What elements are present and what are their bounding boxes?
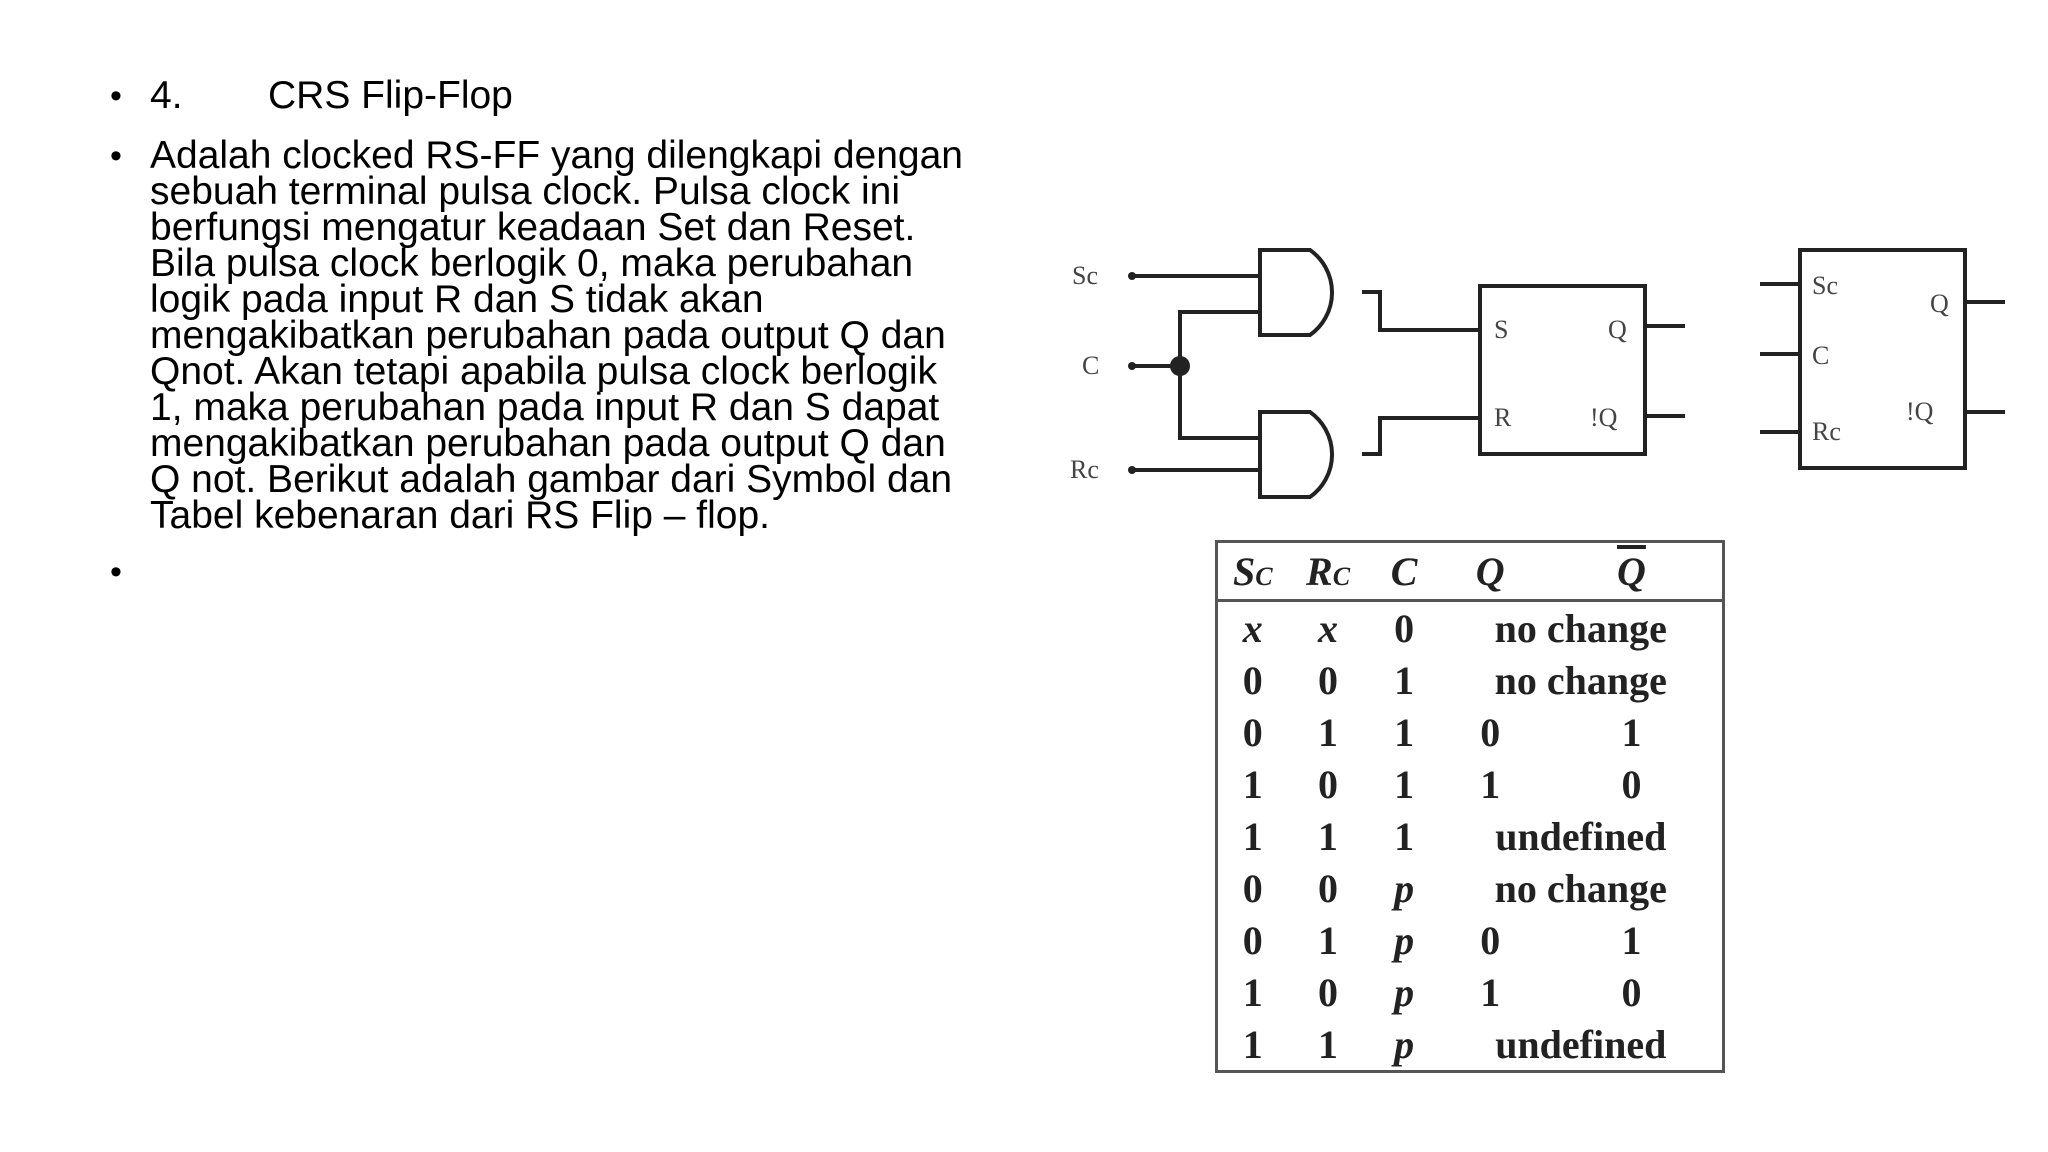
table-cell: no change xyxy=(1494,865,1667,911)
table-cell: 1 xyxy=(1394,657,1415,703)
bullet-heading: • 4. CRS Flip-Flop xyxy=(110,74,990,117)
table-cell: 1 xyxy=(1621,917,1642,963)
table-cell: 1 xyxy=(1318,917,1339,963)
table-cell: 1 xyxy=(1394,761,1415,807)
table-cell: 1 xyxy=(1394,813,1415,859)
header-sc: SC xyxy=(1216,541,1288,602)
table-cell: 1 xyxy=(1242,761,1263,807)
table-cell: 0 xyxy=(1318,761,1339,807)
table-cell: 0 xyxy=(1318,657,1339,703)
header-qnot: Q xyxy=(1540,541,1724,602)
header-rc: RC xyxy=(1287,541,1369,602)
ff-label-q: Q xyxy=(1608,315,1627,344)
label-sc: Sc xyxy=(1072,261,1098,290)
bullet-dot: • xyxy=(110,77,122,115)
table-cell: 0 xyxy=(1318,969,1339,1015)
table-cell: 1 xyxy=(1318,709,1339,755)
bullet-dot: • xyxy=(110,137,122,175)
truth-table-body: x x 0 no change 0 0 1 no change 0 1 1 0 1 1 0 1 1 0 1 1 1 und… xyxy=(1217,601,1724,1072)
table-cell: 0 xyxy=(1242,917,1263,963)
table-cell: no change xyxy=(1494,657,1667,703)
input-dot-c xyxy=(1128,362,1136,370)
sym-label-rc: Rc xyxy=(1812,417,1841,446)
bullet-dot: • xyxy=(110,553,122,591)
table-header-row: SC RC C Q Q xyxy=(1216,541,1724,602)
table-cell: 0 xyxy=(1621,761,1642,807)
bullet-list: • 4. CRS Flip-Flop • Adalah clocked RS-FF… xyxy=(110,74,990,590)
label-c: C xyxy=(1082,351,1099,380)
table-cell: 0 xyxy=(1480,917,1501,963)
table-cell: undefined xyxy=(1495,1021,1667,1067)
table-cell: 1 xyxy=(1480,969,1501,1015)
header-q: Q xyxy=(1439,541,1541,602)
header-c: C xyxy=(1368,541,1440,602)
bullet-description: • Adalah clocked RS-FF yang dilengkapi d… xyxy=(110,134,990,537)
table-cell: p xyxy=(1394,865,1415,911)
sym-label-nq: !Q xyxy=(1906,397,1934,426)
heading-number: 4. xyxy=(150,74,183,117)
ff-label-r: R xyxy=(1494,403,1512,432)
table-cell: 1 xyxy=(1242,969,1263,1015)
input-dot-rc xyxy=(1128,466,1136,474)
ff-label-nq: !Q xyxy=(1590,403,1618,432)
table-cell: 0 xyxy=(1318,865,1339,911)
heading-title: CRS Flip-Flop xyxy=(268,74,513,117)
table-cell: 0 xyxy=(1242,709,1263,755)
table-cell: 0 xyxy=(1394,605,1415,651)
table-cell: 1 xyxy=(1318,1021,1339,1067)
and-gate-top xyxy=(1258,248,1334,337)
table-cell: 1 xyxy=(1480,761,1501,807)
table-cell: p xyxy=(1394,969,1415,1015)
table-cell: 1 xyxy=(1242,1021,1263,1067)
table-row: 1 1 p undefined xyxy=(1217,1018,1724,1072)
table-cell: p xyxy=(1394,1021,1415,1067)
wire-clock-split xyxy=(1178,310,1260,440)
circuit-diagram: Sc C Rc S R Q !Q Sc C Rc Q !Q xyxy=(1070,248,2005,499)
table-cell: 1 xyxy=(1621,709,1642,755)
table-cell: no change xyxy=(1494,605,1667,651)
sym-label-sc: Sc xyxy=(1812,271,1838,300)
wire-s xyxy=(1362,290,1480,332)
input-dot-sc xyxy=(1128,272,1136,280)
and-gate-bottom xyxy=(1258,410,1334,499)
table-row: 1 0 1 1 0 xyxy=(1217,758,1724,810)
table-cell: 0 xyxy=(1480,709,1501,755)
sym-label-q: Q xyxy=(1930,289,1949,318)
table-row: 1 0 p 1 0 xyxy=(1217,966,1724,1018)
bullet-empty: • xyxy=(110,554,990,590)
description-text: Adalah clocked RS-FF yang dilengkapi den… xyxy=(150,134,964,537)
figure: Sc C Rc S R Q !Q Sc C Rc Q !Q SC RC C Q xyxy=(1060,220,2020,1100)
table-cell: 0 xyxy=(1621,969,1642,1015)
table-cell: undefined xyxy=(1495,813,1667,859)
table-cell: 0 xyxy=(1242,865,1263,911)
label-rc: Rc xyxy=(1070,455,1099,484)
junction-dot xyxy=(1170,356,1190,376)
wire-r xyxy=(1362,416,1480,456)
symbol-box xyxy=(1798,248,1967,470)
ff-label-s: S xyxy=(1494,315,1508,344)
table-cell: 0 xyxy=(1242,657,1263,703)
table-cell: 1 xyxy=(1242,813,1263,859)
table-row: 1 1 1 undefined xyxy=(1217,810,1724,862)
table-row: 0 0 p no change xyxy=(1217,862,1724,914)
table-cell: x xyxy=(1242,605,1263,651)
table-cell: x xyxy=(1318,605,1339,651)
table-row: 0 1 1 0 1 xyxy=(1217,706,1724,758)
sym-label-c: C xyxy=(1812,341,1829,370)
table-cell: p xyxy=(1394,917,1415,963)
table-row: x x 0 no change xyxy=(1217,601,1724,655)
table-cell: 1 xyxy=(1318,813,1339,859)
table-cell: 1 xyxy=(1394,709,1415,755)
heading-text: 4. CRS Flip-Flop xyxy=(150,74,513,117)
table-row: 0 1 p 0 1 xyxy=(1217,914,1724,966)
table-row: 0 0 1 no change xyxy=(1217,654,1724,706)
flip-flop-box xyxy=(1478,284,1647,456)
